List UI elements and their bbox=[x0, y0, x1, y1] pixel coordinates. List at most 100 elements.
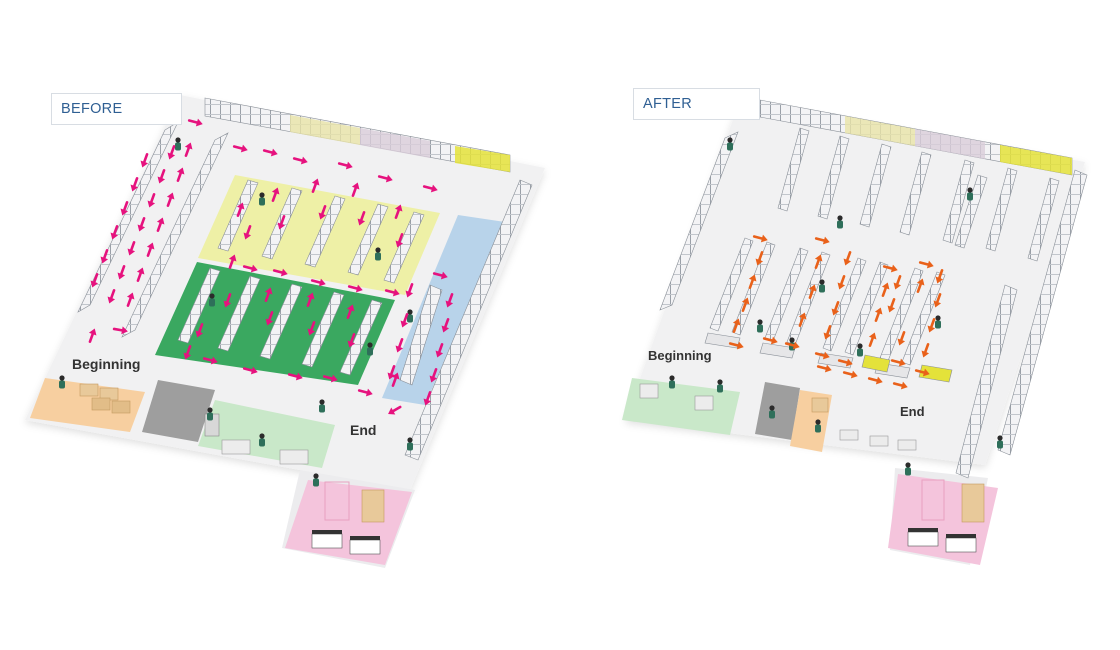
flow-arrow bbox=[167, 145, 176, 160]
cell-rack bbox=[822, 257, 867, 352]
before-diagram: Beginning End bbox=[25, 95, 545, 568]
flow-arrow bbox=[748, 274, 757, 289]
flow-arrow bbox=[157, 169, 166, 184]
flow-arrow bbox=[117, 265, 126, 280]
flow-arrow bbox=[435, 343, 444, 358]
worker-figure bbox=[815, 419, 821, 433]
flow-arrow bbox=[126, 292, 135, 307]
flow-arrow bbox=[242, 366, 258, 375]
flow-arrow bbox=[882, 264, 898, 273]
flow-arrow bbox=[223, 293, 232, 308]
worker-figure bbox=[819, 279, 825, 293]
after-panel: Beginning End AFTER bbox=[560, 0, 1120, 650]
flow-arrow bbox=[311, 178, 320, 193]
flow-arrow bbox=[741, 297, 750, 312]
flow-arrow bbox=[814, 254, 823, 269]
flow-arrow bbox=[287, 372, 303, 381]
receiving-pallets bbox=[79, 383, 131, 414]
flow-arrow bbox=[837, 275, 846, 290]
return-rack bbox=[399, 284, 443, 386]
flow-arrow bbox=[391, 372, 400, 387]
flow-arrow bbox=[184, 142, 193, 157]
flow-arrow bbox=[310, 278, 326, 287]
flow-arrow bbox=[183, 345, 192, 360]
storage-rack-row bbox=[985, 167, 1018, 252]
cell-rack bbox=[901, 271, 946, 366]
flow-arrow bbox=[195, 323, 204, 338]
flow-arrow bbox=[127, 241, 136, 256]
flow-arrow bbox=[292, 156, 308, 165]
flow-arrow bbox=[400, 313, 409, 328]
flow-arrow bbox=[837, 358, 853, 367]
storage-rack-row bbox=[942, 159, 975, 244]
flow-arrow bbox=[897, 331, 906, 346]
worker-figure bbox=[59, 375, 65, 389]
rack-row bbox=[304, 195, 346, 268]
right-wall-shelving bbox=[955, 169, 1088, 479]
before-panel: Beginning End BEFORE bbox=[25, 93, 545, 568]
flow-arrow bbox=[100, 249, 109, 264]
flow-arrow bbox=[881, 282, 890, 297]
worker-figure bbox=[209, 293, 215, 307]
flow-arrow bbox=[423, 391, 432, 406]
picking-cells bbox=[704, 237, 953, 383]
left-wall-shelving bbox=[659, 131, 739, 311]
flow-arrow bbox=[914, 368, 930, 377]
flow-arrow bbox=[357, 388, 373, 397]
flow-arrow bbox=[874, 307, 883, 322]
worker-figure bbox=[717, 379, 723, 393]
worker-figure bbox=[967, 187, 973, 201]
flow-arrow bbox=[228, 254, 237, 269]
worker-figure bbox=[757, 319, 763, 333]
flow-arrow bbox=[110, 225, 119, 240]
rack-row bbox=[259, 283, 303, 360]
worker-figure bbox=[669, 375, 675, 389]
flow-arrow bbox=[927, 318, 936, 333]
shipping-pallets bbox=[907, 479, 985, 553]
flow-arrow bbox=[176, 167, 185, 182]
flow-arrow bbox=[140, 153, 149, 168]
flow-arrow bbox=[384, 288, 400, 297]
worker-figure bbox=[175, 137, 181, 151]
start-label: Beginning bbox=[648, 348, 712, 363]
rack-row bbox=[383, 211, 425, 284]
worker-figure bbox=[259, 192, 265, 206]
flow-arrow bbox=[892, 381, 908, 390]
flow-arrow bbox=[935, 269, 944, 284]
flow-arrow bbox=[918, 260, 934, 269]
flow-arrow bbox=[394, 204, 403, 219]
before-title: BEFORE bbox=[51, 93, 182, 125]
worker-figure bbox=[367, 342, 373, 356]
cell-base-shelf bbox=[918, 364, 953, 383]
worker-figure bbox=[837, 215, 843, 229]
cell-base-shelf bbox=[759, 342, 796, 359]
worker-figure bbox=[997, 435, 1003, 449]
flow-arrow bbox=[405, 283, 414, 298]
workers bbox=[59, 137, 413, 487]
rack-row bbox=[339, 299, 383, 376]
pick-racks bbox=[177, 179, 425, 376]
flow-arrow bbox=[137, 217, 146, 232]
flow-arrow bbox=[921, 343, 930, 358]
end-label: End bbox=[900, 404, 925, 419]
flow-arrow bbox=[120, 201, 129, 216]
back-wall-shelving bbox=[759, 99, 1073, 176]
end-label: End bbox=[350, 422, 376, 438]
worker-figure bbox=[935, 315, 941, 329]
worker-figure bbox=[319, 399, 325, 413]
workers bbox=[669, 137, 1003, 476]
office-zone bbox=[755, 382, 800, 440]
worker-figure bbox=[207, 407, 213, 421]
flow-arrow bbox=[387, 365, 396, 380]
flow-arrow bbox=[395, 338, 404, 353]
flow-arrow bbox=[107, 289, 116, 304]
worker-figure bbox=[407, 309, 413, 323]
flow-arrow bbox=[432, 271, 448, 280]
worker-figure bbox=[857, 343, 863, 357]
right-wall-shelving bbox=[404, 179, 533, 461]
flow-arrow bbox=[318, 205, 327, 220]
storage-rack-row bbox=[954, 174, 988, 249]
flow-arrow bbox=[784, 341, 800, 350]
flow-arrow bbox=[823, 325, 832, 340]
flow-arrows bbox=[88, 118, 454, 415]
